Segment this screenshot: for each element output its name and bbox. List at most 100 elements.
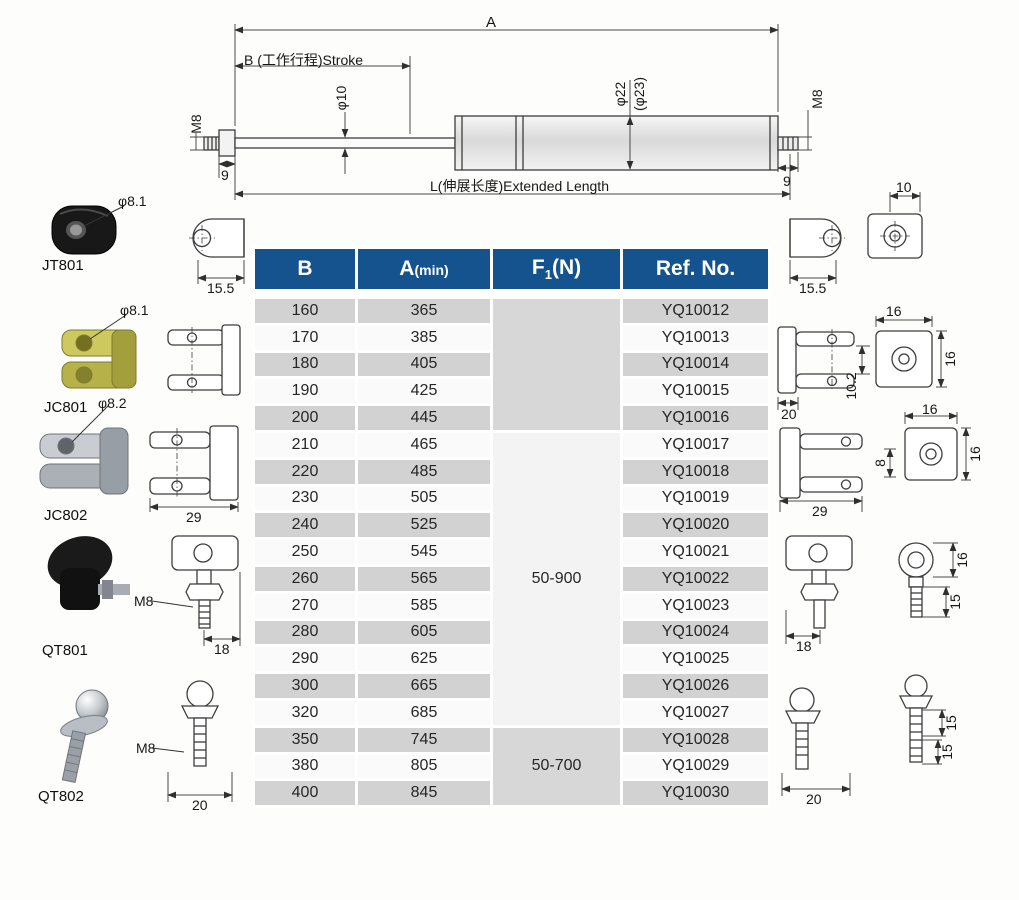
cell-a-min: 565 bbox=[355, 563, 493, 594]
jc802-slot: 8 bbox=[872, 459, 888, 467]
jc801-right-dims bbox=[777, 316, 947, 410]
qt802-width-left: 20 bbox=[192, 797, 208, 813]
cell-ref-no: YQ10012 bbox=[620, 292, 771, 326]
dim-thread-left: M8 bbox=[188, 114, 204, 134]
jt801-drawing bbox=[189, 218, 245, 258]
cell-a-min: 585 bbox=[355, 590, 493, 621]
dim-stroke: B (工作行程)Stroke bbox=[244, 52, 364, 68]
cell-a-min: 425 bbox=[355, 376, 493, 407]
cell-stroke-b: 270 bbox=[252, 590, 358, 621]
right-eyelet-drawing bbox=[789, 218, 845, 258]
header-a-paren-text: (min) bbox=[414, 262, 449, 278]
dim-thread-length-right: 9 bbox=[783, 173, 791, 189]
cell-stroke-b: 290 bbox=[252, 644, 358, 675]
jc801-drawing bbox=[167, 324, 241, 396]
jc802-width-left: 29 bbox=[186, 509, 202, 525]
cell-f1-group: 50-900 bbox=[490, 429, 623, 728]
cell-stroke-b: 210 bbox=[252, 429, 358, 460]
qt801-width-right: 18 bbox=[796, 638, 812, 654]
qt802-photo bbox=[60, 689, 185, 784]
cell-a-min: 525 bbox=[355, 510, 493, 541]
mount-bracket-dim bbox=[889, 192, 921, 212]
qt801-thread: M8 bbox=[134, 593, 154, 609]
jc802-label: JC802 bbox=[44, 507, 88, 524]
qt802-stud-b: 15 bbox=[939, 744, 955, 760]
cell-ref-no: YQ10021 bbox=[620, 537, 771, 567]
jc802-right-dims bbox=[779, 412, 971, 512]
col-header-ref-no: Ref. No. bbox=[620, 246, 771, 299]
col-header-b: B bbox=[252, 246, 358, 299]
dim-tube-diameter-alt: (φ23) bbox=[631, 77, 647, 111]
cell-a-min: 685 bbox=[355, 697, 493, 728]
dim-bracket-slot: 10 bbox=[896, 179, 912, 195]
jc802-dim bbox=[149, 498, 239, 512]
cell-stroke-b: 170 bbox=[252, 322, 358, 353]
cell-stroke-b: 320 bbox=[252, 697, 358, 728]
cell-ref-no: YQ10013 bbox=[620, 322, 771, 353]
qt802-drawing bbox=[180, 680, 220, 767]
jc801-label: JC801 bbox=[44, 399, 88, 416]
cell-ref-no: YQ10019 bbox=[620, 483, 771, 514]
cell-a-min: 805 bbox=[355, 751, 493, 782]
dim-tube-diameter: φ22 bbox=[612, 81, 628, 107]
header-f-sub-text: 1 bbox=[544, 267, 552, 283]
dim-overall-length: A bbox=[486, 14, 497, 31]
dim-thread-right: M8 bbox=[809, 89, 825, 109]
cell-ref-no: YQ10015 bbox=[620, 376, 771, 407]
cell-a-min: 745 bbox=[355, 724, 493, 755]
jc801-hole-dia: φ8.1 bbox=[120, 302, 149, 318]
jc802-square-top: 16 bbox=[922, 401, 938, 417]
qt802-label: QT802 bbox=[38, 788, 84, 805]
qt802-right-drawing bbox=[784, 674, 934, 770]
cell-a-min: 605 bbox=[355, 617, 493, 648]
qt802-dim bbox=[167, 772, 233, 802]
qt802-right-dims bbox=[781, 709, 946, 796]
jc801-square-side: 16 bbox=[942, 351, 958, 367]
cell-a-min: 385 bbox=[355, 322, 493, 353]
cell-stroke-b: 200 bbox=[252, 403, 358, 433]
jt801-hole-dia: φ8.1 bbox=[118, 193, 147, 209]
cell-a-min: 485 bbox=[355, 456, 493, 487]
jc801-right-drawing bbox=[777, 326, 933, 394]
cell-stroke-b: 240 bbox=[252, 510, 358, 541]
cell-stroke-b: 350 bbox=[252, 724, 358, 755]
cell-a-min: 365 bbox=[355, 292, 493, 326]
cell-ref-no: YQ10016 bbox=[620, 403, 771, 433]
header-a-text: A bbox=[399, 257, 415, 280]
qt801-right-dims bbox=[785, 542, 958, 644]
jc801-slot: 10.2 bbox=[843, 372, 859, 400]
cell-ref-no: YQ10022 bbox=[620, 563, 771, 594]
cell-ref-no: YQ10020 bbox=[620, 510, 771, 541]
cell-stroke-b: 300 bbox=[252, 671, 358, 701]
jt801-photo bbox=[51, 205, 125, 255]
cell-a-min: 445 bbox=[355, 403, 493, 433]
cell-ref-no: YQ10024 bbox=[620, 617, 771, 648]
jt801-dim bbox=[197, 260, 245, 284]
jc802-hole-dia: φ8.2 bbox=[98, 395, 127, 411]
cell-stroke-b: 380 bbox=[252, 751, 358, 782]
mount-bracket-drawing bbox=[867, 213, 923, 259]
qt802-thread: M8 bbox=[136, 740, 156, 756]
jc802-right-drawing bbox=[779, 427, 958, 499]
cell-a-min: 505 bbox=[355, 483, 493, 514]
dim-rod-diameter: φ10 bbox=[333, 85, 349, 111]
cell-ref-no: YQ10018 bbox=[620, 456, 771, 487]
dim-thread-length-left: 9 bbox=[221, 167, 229, 183]
qt801-photo bbox=[47, 536, 194, 610]
qt801-width-left: 18 bbox=[214, 641, 230, 657]
jc802-square-side: 16 bbox=[967, 446, 983, 462]
spring-dimension-lines bbox=[190, 24, 812, 200]
